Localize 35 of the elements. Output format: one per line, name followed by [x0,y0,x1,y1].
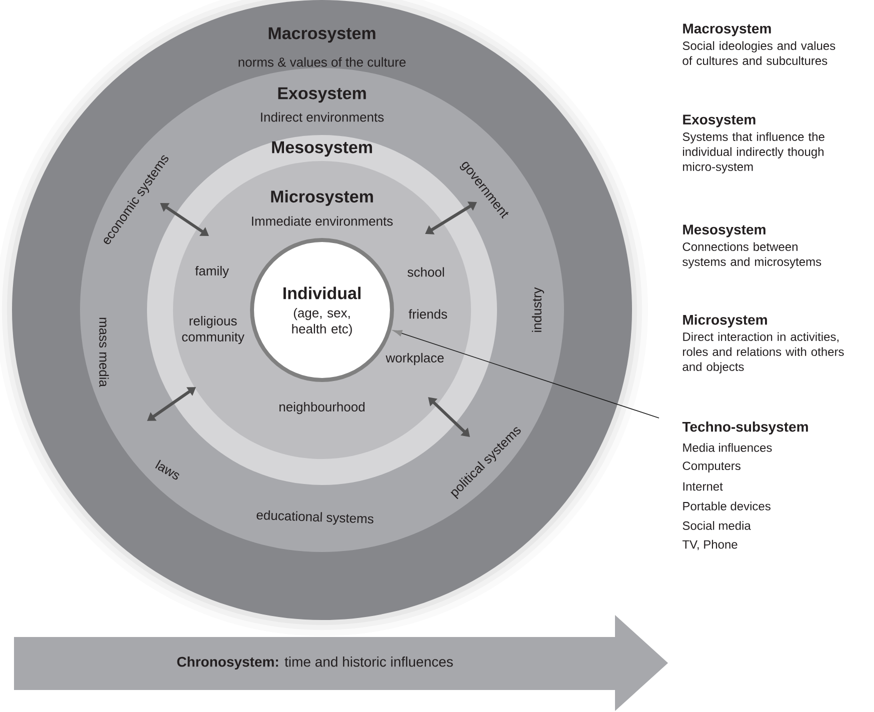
ring-label: laws [155,460,180,480]
heading: Mesosystem [683,224,766,238]
ring-label: school [408,267,444,277]
ring-label: workplace [386,352,444,366]
heading: Exosystem [683,114,756,128]
subheading: norms & values of the culture [238,57,406,67]
heading: Techno-subsystem [682,421,808,435]
ring-label: religious community [182,316,244,344]
leader-line [392,330,660,418]
heading: Microsystem [683,314,767,328]
ring-label: educational systems [256,510,374,525]
list-item: Portable devices [683,502,770,510]
heading: Exosystem [278,87,366,103]
heading: Mesosystem [272,141,372,157]
ring-label: friends [408,309,448,319]
subheading: Indirect environments [261,112,384,122]
heading: Macrosystem [683,24,771,36]
ring-label: industry [532,287,544,332]
list-item: Social media [682,521,751,530]
list-item: TV, Phone [682,540,738,550]
description: Direct interaction in activities, roles and relations with others and objects [682,332,844,374]
description: (age, sex, health etc) [292,308,352,336]
heading: Individual [283,286,360,300]
description: Systems that influence the individual indirectly though micro-system [682,132,824,174]
ring-label: mass media [99,318,109,388]
ring-label: neighbourhood [280,402,365,414]
description: Connections between systems and microsytems [682,242,822,268]
heading: Microsystem [271,190,373,206]
ring-label: family [195,266,229,278]
list-item: Media influences [683,443,772,452]
subheading: Immediate environments [252,216,393,226]
list-item: Internet [683,482,723,491]
description: Social ideologies and values of cultures and subcultures [682,41,836,65]
list-item: Computers [682,462,740,472]
heading: Macrosystem [268,27,376,43]
